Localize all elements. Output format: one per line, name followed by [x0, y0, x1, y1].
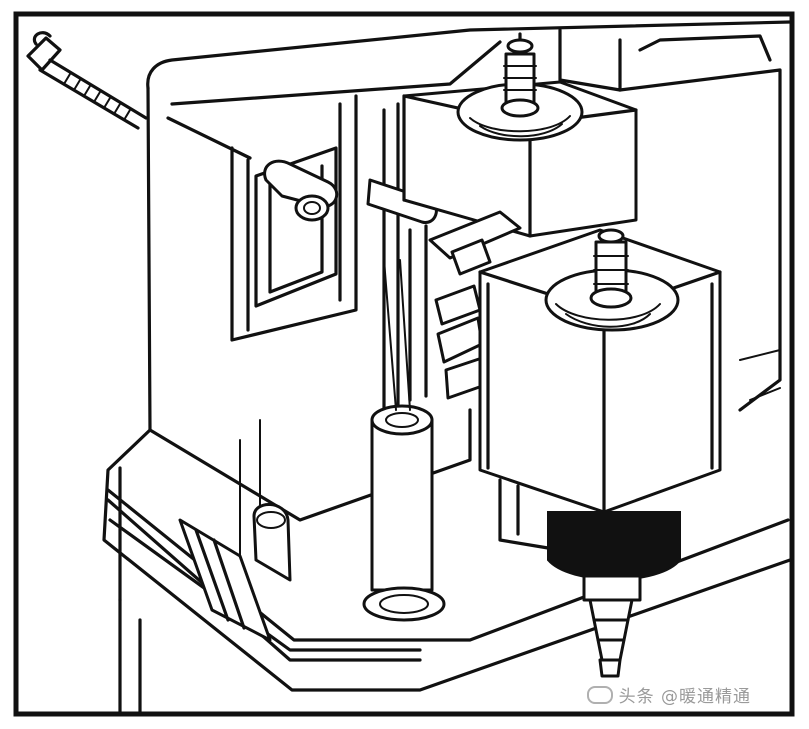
- rear-solenoid-valve: [402, 38, 638, 238]
- mounting-clip: [178, 503, 292, 642]
- spade-terminals: [408, 210, 522, 402]
- barbed-nozzle: [498, 478, 681, 678]
- watermark-logo-icon: [586, 686, 613, 704]
- watermark: 头条 @暖通精通: [586, 682, 751, 707]
- lever-pin: [263, 159, 438, 224]
- watermark-text: 头条 @暖通精通: [618, 687, 751, 707]
- frame-border: [13, 11, 795, 717]
- front-solenoid-valve: [478, 228, 722, 514]
- vertical-tube: [362, 259, 446, 622]
- screw: [26, 31, 148, 130]
